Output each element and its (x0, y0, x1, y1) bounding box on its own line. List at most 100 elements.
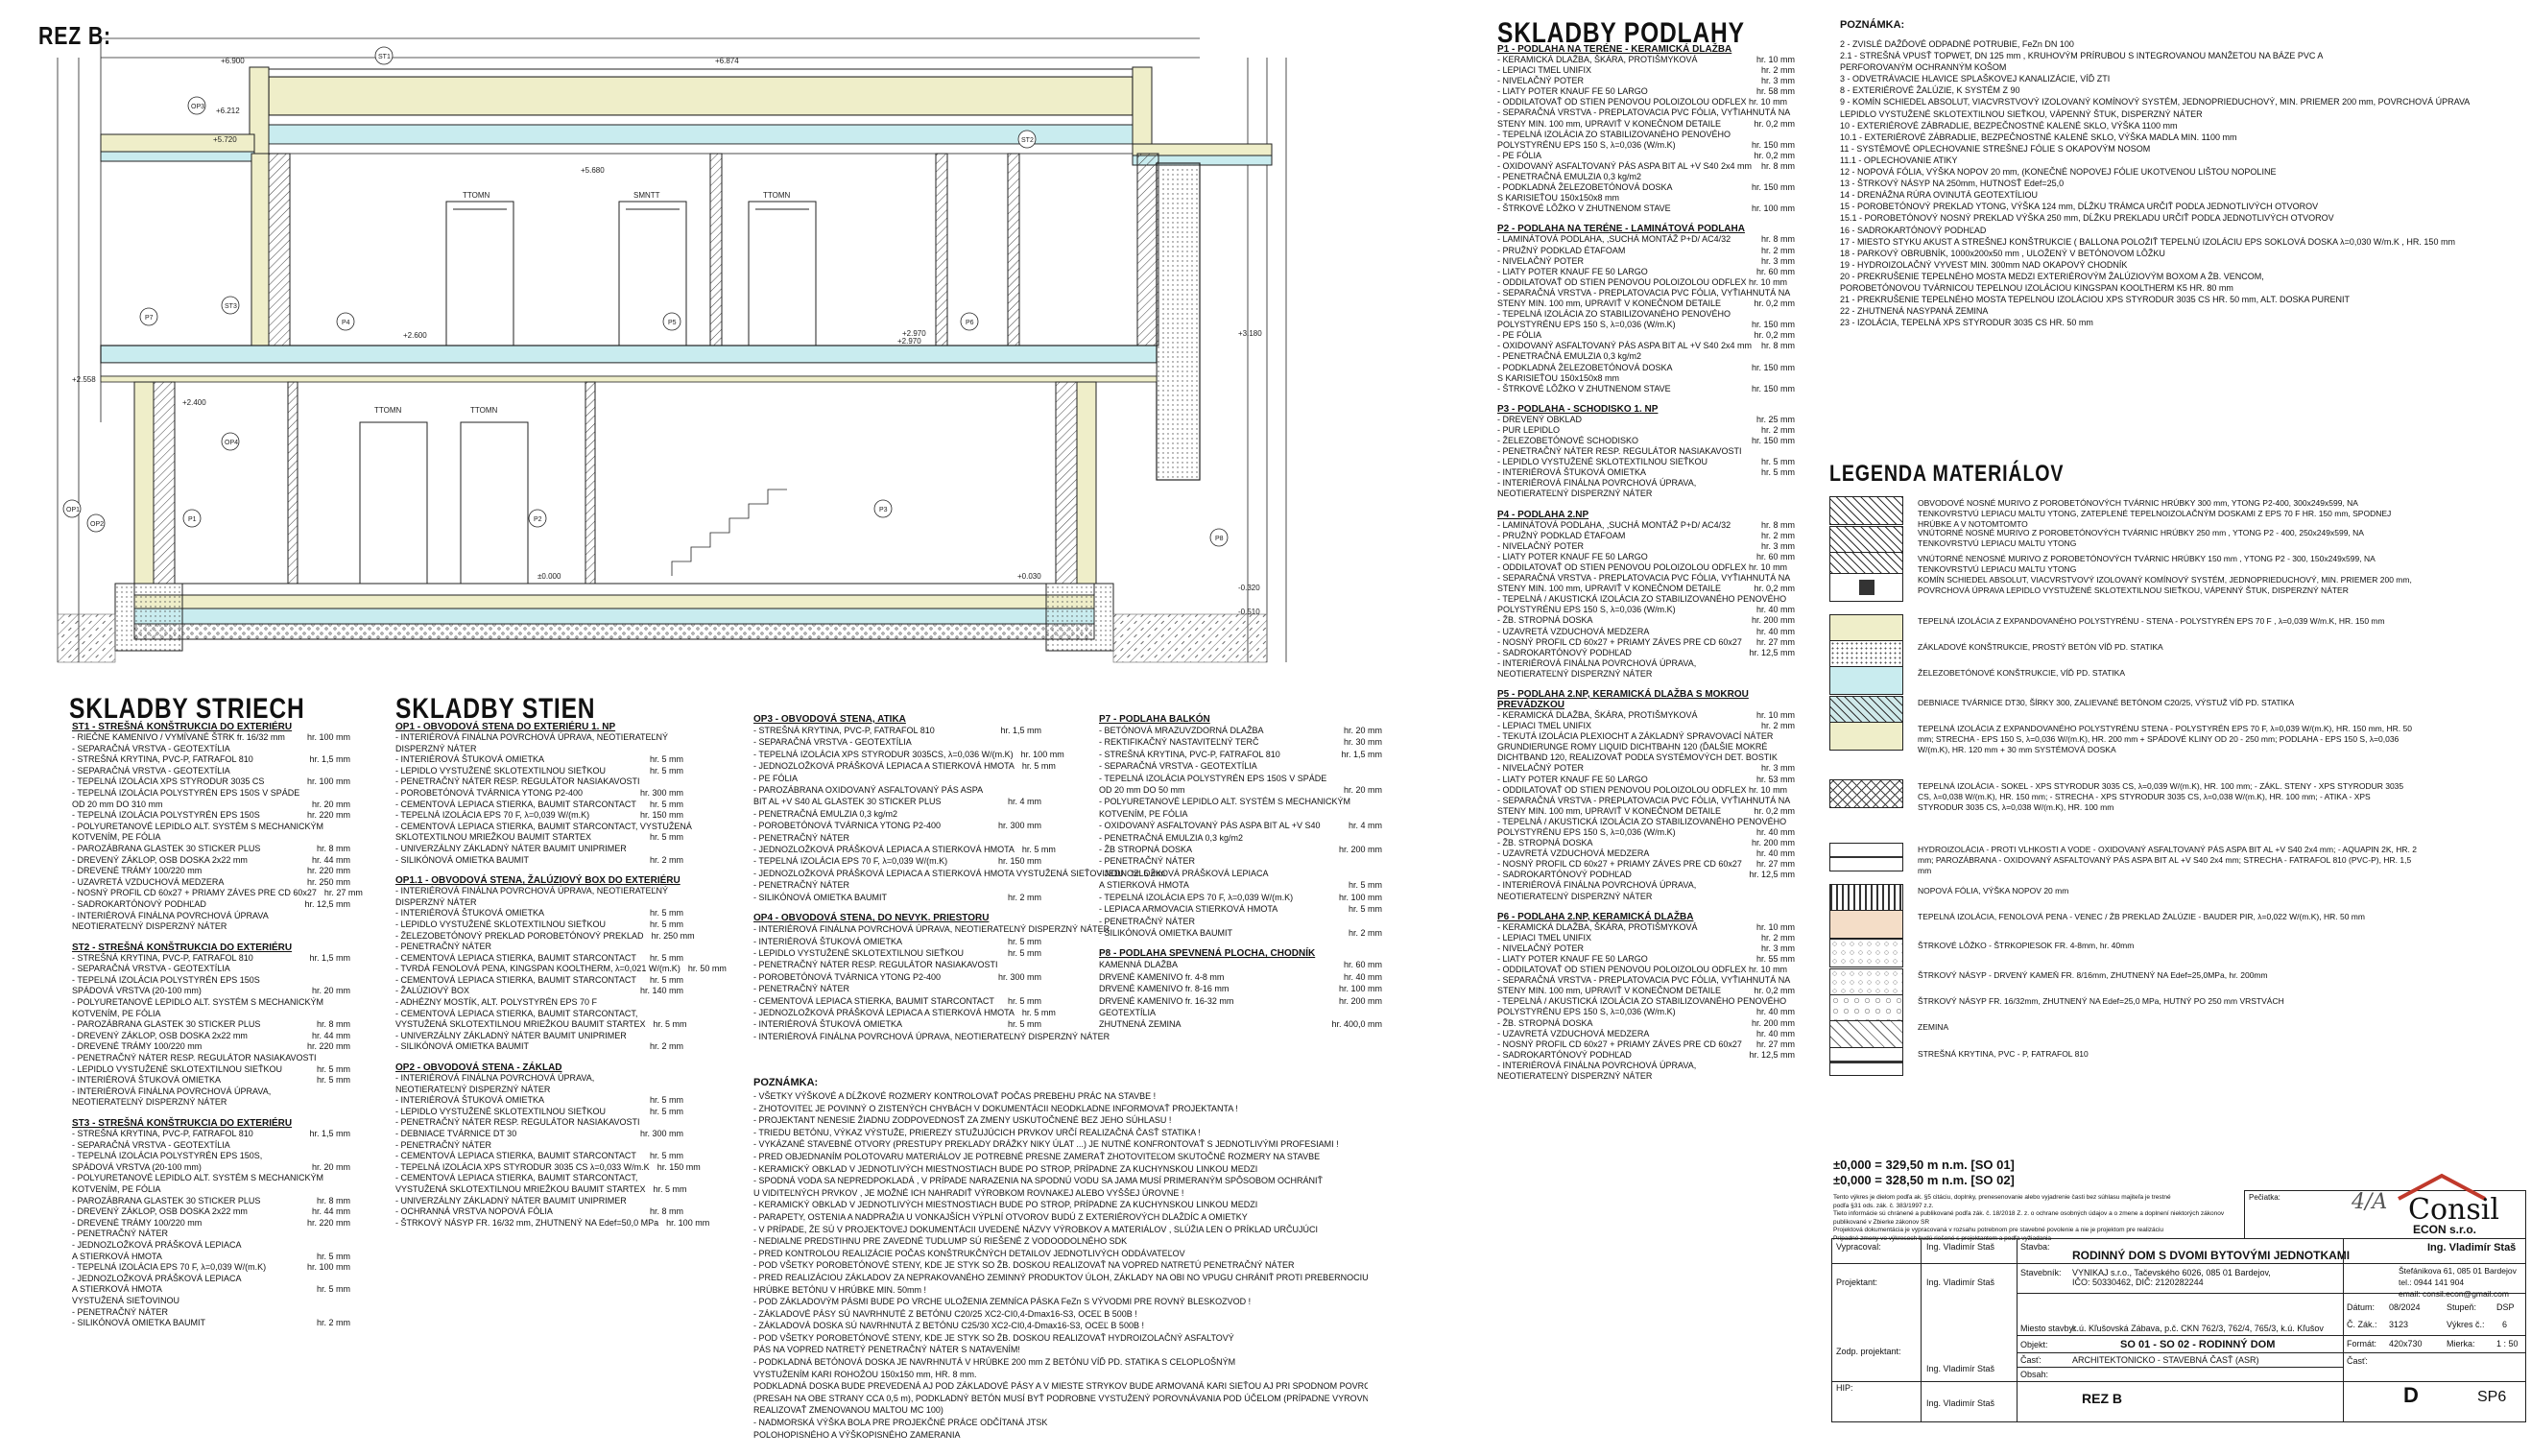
value-stavba: RODINNÝ DOM S DVOMI BYTOVÝMI JEDNOTKAMI (2072, 1249, 2351, 1262)
layer-name: - DEBNIACE TVÁRNICE DT 30 (395, 1129, 517, 1138)
layer-row: - CEMENTOVÁ LEPIACA STIERKA, BAUMIT STAR… (395, 953, 683, 965)
layer-name: - INTERIÉROVÁ ŠTUKOVÁ OMIETKA (72, 1075, 222, 1086)
layer-thickness: hr. 2 mm (1760, 65, 1795, 76)
layer-row: STENY MIN. 100 mm, UPRAVIŤ V KONEČNOM DE… (1497, 806, 1795, 817)
layer-name: POLYSTYRÉNU EPS 150 S, λ=0,036 (W/m.K) (1497, 605, 1676, 615)
layer-thickness: hr. 53 mm (1755, 774, 1795, 784)
svg-text:+3.180: +3.180 (1238, 329, 1262, 338)
steny-column: OP1 - OBVODOVÁ STENA DO EXTERIÉRU 1. NP-… (395, 722, 727, 1229)
note-line: PODKLADNÁ DOSKA BUDE PREVEDENÁ AJ POD ZÁ… (753, 1381, 1368, 1392)
layer-thickness: hr. 8 mm (1760, 160, 1795, 171)
layer-row: - PENETRAČNÝ NÁTER (1099, 855, 1382, 867)
note-line: - POD VŠETKY POROBETÓNOVÉ STENY, KDE JE … (753, 1332, 1234, 1343)
layer-name: STENY MIN. 100 mm, UPRAVIŤ V KONEČNOM DE… (1497, 298, 1722, 308)
note-line: 20 - PREKRUŠENIE TEPELNÉHO MOSTA MEDZI E… (1840, 271, 2264, 281)
legend-text: TEPELNÁ IZOLÁCIA Z EXPANDOVANÉHO POLYSTY… (1918, 616, 2385, 626)
layer-name: - INTERIÉROVÁ FINÁLNA POVRCHOVÁ ÚPRAVA, (395, 1073, 595, 1084)
podlahy-title: SKLADBY PODLAHY (1497, 17, 1745, 49)
layer-thickness: hr. 150 mm (1751, 139, 1795, 150)
layer-name: - POLYURETANOVÉ LEPIDLO ALT. SYSTÉM S ME… (72, 821, 324, 831)
note-line: 15 - POROBETÓNOVÝ PREKLAD YTONG, VÝŠKA 1… (1840, 202, 2319, 212)
layer-name: - LEPIDLO VYSTUŽENÉ SKLOTEXTILNOU SIEŤKO… (395, 765, 607, 776)
svg-text:+5.680: +5.680 (581, 166, 605, 175)
note-line: 22 - ZHUTNENÁ NASYPANÁ ZEMINA (1840, 306, 1989, 317)
layer-name: S KARISIEŤOU 150x150x8 mm (1497, 193, 1620, 203)
layer-row: - TVRDÁ FENOLOVÁ PENA, KINGSPAN KOOLTHER… (395, 964, 727, 975)
layer-thickness: hr. 40 mm (1755, 827, 1795, 837)
value-zodp: Ing. Vladimír Staš (1926, 1364, 1995, 1373)
layer-thickness: hr. 40 mm (1755, 1007, 1795, 1017)
poznamka-bottom-title: POZNÁMKA: (753, 1077, 819, 1088)
layer-row: - ODDILATOVAŤ OD STIEN PENOVOU POLOIZOLO… (1497, 785, 1795, 796)
layer-name: - PENETRAČNÁ EMULZIA 0,3 kg/m2 (1497, 351, 1642, 362)
layer-row: POLYSTYRÉNU EPS 150 S, λ=0,036 (W/m.K)hr… (1497, 140, 1795, 151)
layer-name: - SADROKARTÓNOVÝ PODHĽAD (1497, 870, 1632, 880)
room-label-3: TTOMN (763, 191, 791, 200)
layer-name: - PUR LEPIDLO (1497, 424, 1561, 435)
layer-name: - LIATY POTER KNAUF FE 50 LARGO (1497, 266, 1648, 276)
note-line: - ZÁKLADOVÁ DOSKA SÚ NAVRHNUTÁ Z BETÓNU … (753, 1321, 1144, 1331)
layer-row: - TEPELNÁ IZOLÁCIA POLYSTYRÉN EPS 150S V… (1099, 773, 1382, 784)
note-line: - KERAMICKÝ OBKLAD V JEDNOTLIVÝCH MIESTN… (753, 1200, 1258, 1210)
layer-thickness: hr. 40 mm (1755, 848, 1795, 859)
layer-name: - SILIKÓNOVÁ OMIETKA BAUMIT (1099, 927, 1233, 938)
layer-name: A STIERKOVÁ HMOTA (1099, 880, 1189, 891)
legend-text: TEPELNÁ IZOLÁCIA, FENOLOVÁ PENA - VENEC … (1918, 912, 2365, 921)
layer-thickness: hr. 40 mm (1755, 1028, 1795, 1038)
layer-name: - PENETRAČNÝ NÁTER RESP. REGULÁTOR NASIA… (395, 776, 640, 787)
layer-row: - RIEČNE KAMENIVO / VYMÍVANÉ ŠTRK fr. 16… (72, 732, 350, 744)
layer-name: - INTERIÉROVÁ FINÁLNA POVRCHOVÁ ÚPRAVA, (1497, 1060, 1697, 1070)
svg-text:±0.000: ±0.000 (537, 572, 561, 581)
layer-row: - INTERIÉROVÁ FINÁLNA POVRCHOVÁ ÚPRAVA, (72, 1086, 350, 1098)
logo-roof-icon (2398, 1173, 2486, 1201)
svg-text:OP2: OP2 (90, 521, 104, 528)
poznamka-bottom-list: - VŠETKY VÝŠKOVÉ A DĹŽKOVÉ ROZMERY KONTR… (753, 1090, 1368, 1441)
layer-name: - ODDILATOVAŤ OD STIEN PENOVOU POLOIZOLO… (1497, 97, 1788, 107)
svg-text:+2.600: +2.600 (403, 331, 427, 340)
layer-thickness: hr. 220 mm (306, 1217, 350, 1228)
layer-name: - NOSNÝ PROFIL CD 60x27 + PRIAMY ZÁVES P… (72, 888, 317, 898)
layer-thickness: hr. 1,5 mm (309, 952, 350, 963)
layer-name: - SEPARAČNÁ VRSTVA - PREPLATOVACIA PVC F… (1497, 975, 1791, 986)
layer-row: SPÁDOVÁ VRSTVA (20-100 mm)hr. 20 mm (72, 1162, 350, 1174)
mid-slab (100, 345, 1158, 364)
layer-name: - ŠTRKOVÉ LÔŽKO V ZHUTNENOM STAVE (1497, 203, 1671, 214)
layer-name: - OXIDOVANÝ ASFALTOVANÝ PÁS ASPA BIT AL … (1497, 160, 1753, 171)
legend-swatch (1829, 573, 1903, 602)
layer-row: NEOTIERATEĽNÝ DISPERZNÝ NÁTER (1497, 892, 1795, 902)
layer-row: - PENETRAČNÝ NÁTER RESP. REGULÁTOR NASIA… (395, 1117, 683, 1129)
layer-name: - SILIKÓNOVÁ OMIETKA BAUMIT (72, 1318, 206, 1328)
layer-name: - PRUŽNÝ PODKLAD ÉTAFOAM (1497, 245, 1626, 255)
note-line: 12 - NOPOVÁ FÓLIA, VÝŠKA NOPOV 20 mm, (K… (1840, 167, 2277, 178)
note-line: - PRED OBJEDNANÍM POLOTOVARU MATERIÁLOV … (753, 1151, 1321, 1161)
layer-row: - JEDNOZLOŽKOVÁ PRÁŠKOVÁ LEPIACA A STIER… (753, 868, 1165, 879)
layer-thickness: hr. 150 mm (1751, 182, 1795, 193)
layer-name: - PENETRAČNÁ EMULZIA 0,3 kg/m2 (1099, 832, 1244, 843)
stairs (671, 489, 787, 576)
svg-text:+0.030: +0.030 (1017, 572, 1041, 581)
layer-row: - UNIVERZÁLNY ZÁKLADNÝ NÁTER BAUMIT UNIP… (395, 1196, 683, 1207)
layer-row: - SEPARAČNÁ VRSTVA - GEOTEXTÍLIA (1099, 760, 1382, 772)
layer-row: - PENETRAČNÝ NÁTER RESP. REGULÁTOR NASIA… (72, 1053, 350, 1064)
layer-name: - PAROZÁBRANA OXIDOVANÝ ASFALTOVANÝ PÁS … (753, 785, 984, 796)
steny-title: SKLADBY STIEN (395, 693, 596, 725)
layer-name: - KERAMICKÁ DLAŽBA, ŠKÁRA, PROTIŠMYKOVÁ (1497, 709, 1698, 720)
layer-name: - NOSNÝ PROFIL CD 60x27 + PRIAMY ZÁVES P… (1497, 636, 1742, 647)
